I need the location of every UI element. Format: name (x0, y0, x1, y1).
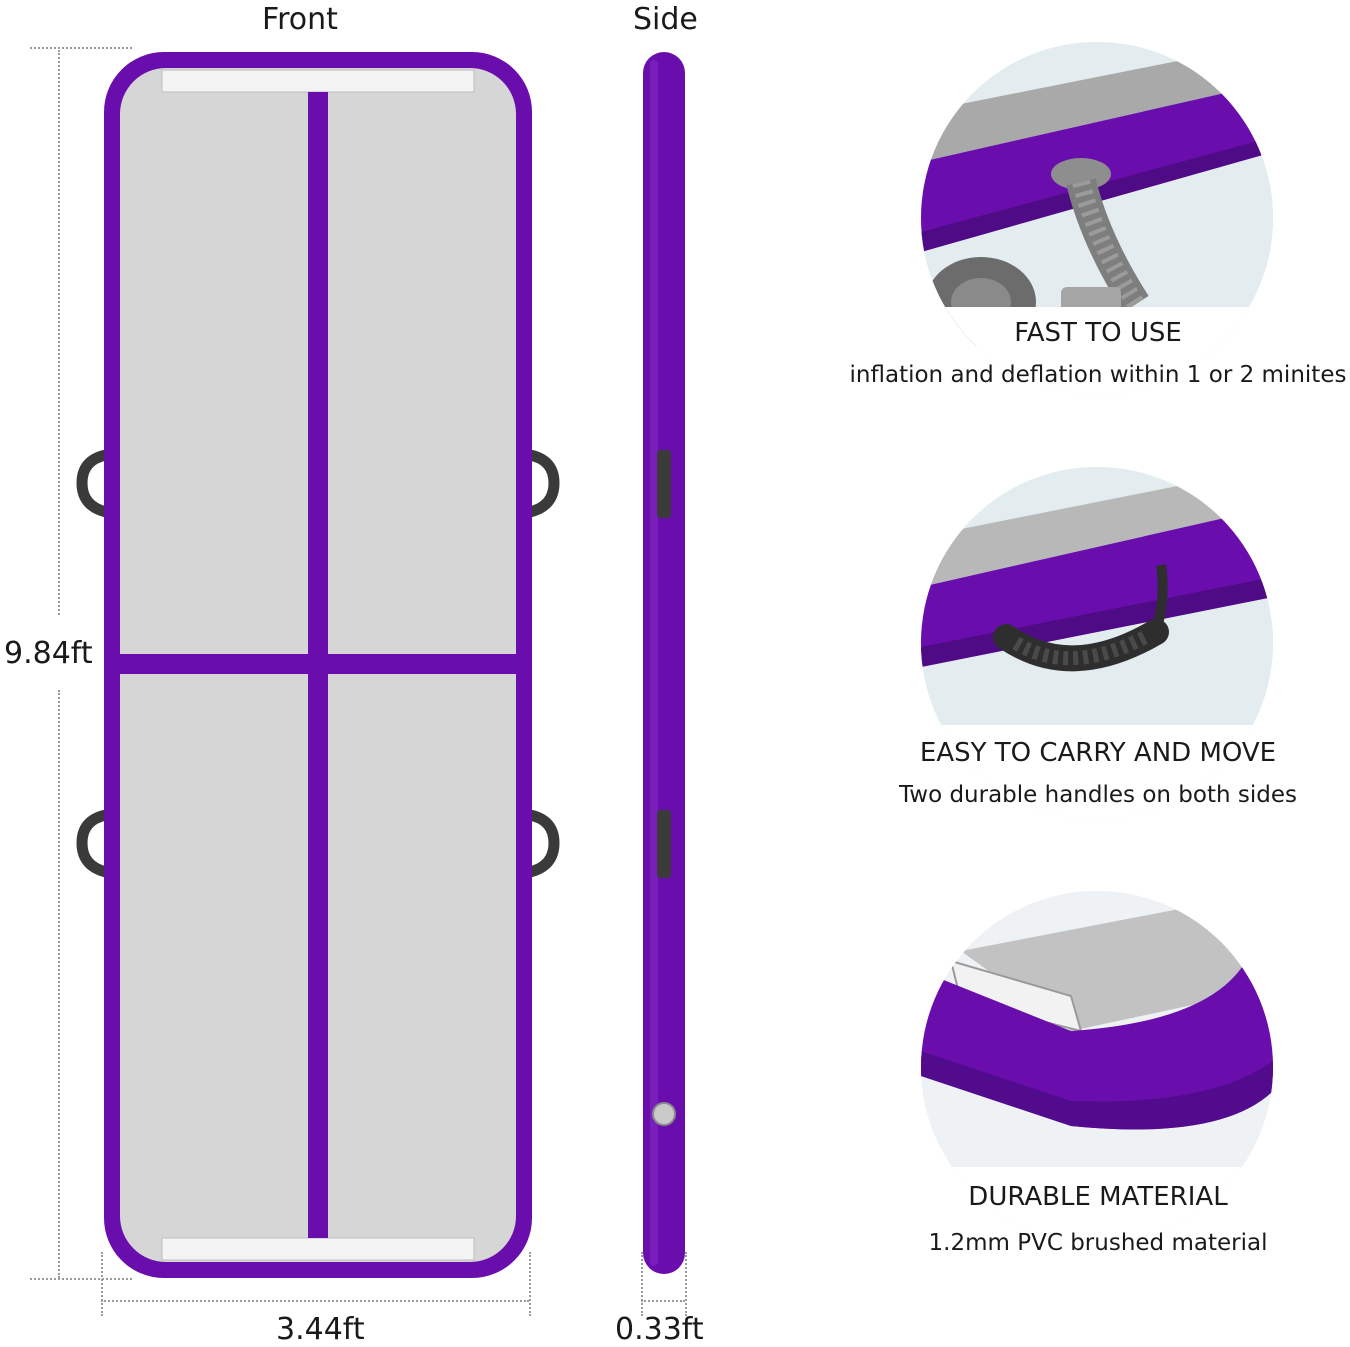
handle-left-top-icon (76, 449, 112, 518)
handle-right-top-icon (524, 449, 560, 518)
thickness-guide-line (641, 1300, 685, 1302)
thickness-guide-right (685, 1252, 687, 1316)
feature-desc-durable: 1.2mm PVC brushed material (928, 1230, 1268, 1256)
feature-desc-carry: Two durable handles on both sides (899, 782, 1297, 808)
handle-left-bottom-icon (76, 809, 112, 878)
feature-image-valve (921, 42, 1273, 394)
length-label: 9.84ft (4, 636, 93, 671)
feature-image-handle (921, 467, 1273, 819)
front-view-title: Front (262, 2, 338, 37)
feature-desc-fast: inflation and deflation within 1 or 2 mi… (849, 362, 1347, 388)
front-view-mat (76, 52, 560, 1278)
thickness-label: 0.33ft (615, 1312, 704, 1347)
feature-title-carry: EASY TO CARRY AND MOVE (919, 738, 1277, 768)
side-view-title: Side (633, 2, 698, 37)
thickness-guide-left (641, 1252, 643, 1316)
width-guide-line (101, 1300, 529, 1302)
feature-title-fast: FAST TO USE (1014, 318, 1182, 348)
handle-right-bottom-icon (524, 809, 560, 878)
side-view-mat (643, 52, 685, 1274)
width-guide-left (101, 1252, 103, 1316)
feature-title-durable: DURABLE MATERIAL (968, 1182, 1228, 1212)
length-guide-line-lower (58, 690, 60, 1278)
width-guide-right (529, 1252, 531, 1316)
length-guide-bottom (30, 1278, 132, 1280)
width-label: 3.44ft (276, 1312, 365, 1347)
length-guide-line-upper (58, 50, 60, 615)
length-guide-top (30, 47, 132, 49)
feature-image-material (921, 891, 1273, 1243)
